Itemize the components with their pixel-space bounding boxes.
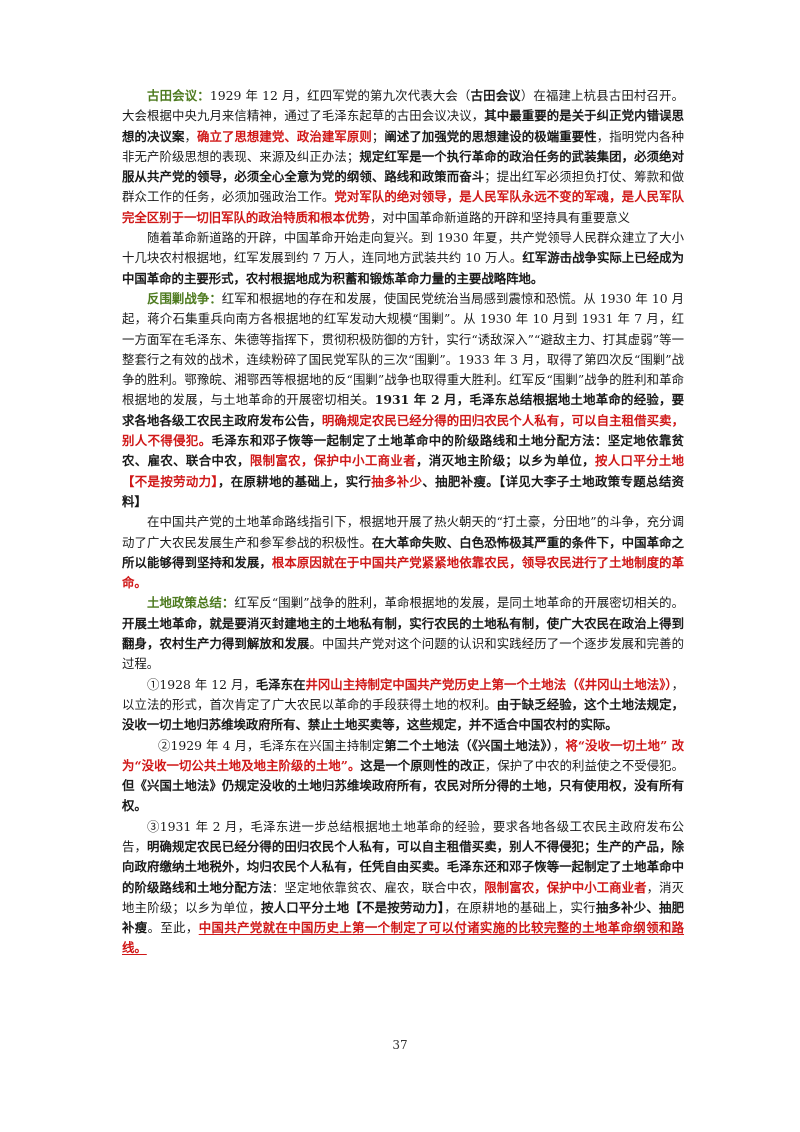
text-segment: ， [552,737,566,753]
text-segment: 其中最重要的是关于纠正党内错误思想的决议案 [122,108,685,144]
text-segment: ，在原耕地的基础上，实行 [217,473,372,489]
paragraph: 反围剿战争：红军和根据地的存在和发展，使国民党统治当局感到震惊和恐慌。从 193… [122,289,684,512]
text-segment: 毛泽东在 [255,676,306,692]
text-segment: 井冈山主持制定中国共产党历史上第一个土地法（《井冈山土地法》） [305,676,672,692]
text-segment: ，消灭地主阶级；以乡为单位， [416,453,595,469]
page-number: 37 [392,1038,408,1052]
paragraph: 土地政策总结：红军反“围剿”战争的胜利，革命根据地的发展，是同土地革命的开展密切… [122,593,684,674]
text-segment: 中国共产党就在中国历史上第一个制定了可以付诸实施的比较完整的土地革命纲领和路线。 [122,920,685,956]
text-segment: 按人口平分土地【不是按劳动力】 [122,453,685,489]
paragraph: ①1928 年 12 月，毛泽东在井冈山主持制定中国共产党历史上第一个土地法（《… [122,675,684,736]
text-segment: 确立了思想建党、政治建军原则 [196,128,372,144]
text-segment: 阐述了加强党的思想建设的极端重要性 [384,128,597,144]
text-segment: ）在福建上杭县古田村召开。大会根据中央九月来信精神，通过了毛泽东起草的古田会议决… [122,88,685,124]
text-segment: ； [371,128,385,144]
text-segment: 随着革命新道路的开辟，中国革命开始走向复兴。到 1930 年夏，共产党领导人民群… [122,230,684,266]
text-segment: 1931 年 2 月，毛泽东总结根据地土地革命的经验，要求各地各级工农民主政府发… [122,392,684,428]
text-segment: 红军游击战争实际上已经成为中国革命的主要形式，农村根据地成为积蓄和锻炼革命力量的… [122,250,685,286]
text-segment: 这是一个原则性的改正 [360,757,485,773]
text-segment: 、抽肥补瘦。【详见大李子土地政策专题总结资料】 [122,473,684,509]
text-segment: 开展土地革命，就是要消灭封建地主的土地私有制，实行农民的土地私有制，使广大农民在… [122,615,684,652]
text-segment: 抽多补少 [371,473,423,489]
text-segment: 红军和根据地的存在和发展，使国民党统治当局感到震惊和恐慌。从 1930 年 10… [122,290,684,408]
text-segment: 古田会议 [470,88,521,103]
text-segment: 党对军队的绝对领导，是人民军队永远不变的军魂，是人民军队完全区别于一切旧军队的政… [122,189,685,225]
text-segment: 红军反“围剿”战争的胜利，革命根据地的发展，是同土地革命的开展密切相关的。 [234,595,684,611]
paragraph: 古田会议：1929 年 12 月，红四军党的第九次代表大会（古田会议）在福建上杭… [122,86,684,228]
text-segment: ③1931 年 2 月，毛泽东进一步总结根据地土地革命的经验，要求各地各级工农民… [122,818,684,854]
text-segment: 限制富农，保护中小工商业者 [484,879,647,895]
text-segment: ，在原耕地的基础上，实行 [444,899,596,915]
text-segment: 根本原因就在于中国共产党紧紧地依靠农民，领导农民进行了土地制度的革命。 [122,554,685,591]
text-segment: 将“没收一切土地” 改为“没收一切公共土地及地主阶级的土地”。 [122,737,684,773]
text-segment: 明确规定农民已经分得的田归农民个人私有，可以自主租借买卖，别人不得侵犯；生产的产… [122,838,685,895]
text-segment: 规定红军是一个执行革命的政治任务的武装集团，必须绝对服从共产党的领导，必须全心全… [122,148,685,185]
document-body: 古田会议：1929 年 12 月，红四军党的第九次代表大会（古田会议）在福建上杭… [122,86,684,959]
paragraph: 随着革命新道路的开辟，中国革命开始走向复兴。到 1930 年夏，共产党领导人民群… [122,228,684,289]
text-segment: 限制富农，保护中小工商业者 [249,453,416,469]
text-segment: ②1929 年 4 月，毛泽东在兴国主持制定 [158,737,385,753]
text-segment: 在大革命失败、白色恐怖极其严重的条件下，中国革命之所以能够得到坚持和发展， [122,534,685,570]
text-segment: ，以立法的形式，首次肯定了广大农民以革命的手段获得土地的权利。 [122,676,685,712]
text-segment: 1929 年 12 月，红四军党的第九次代表大会（ [209,88,471,103]
text-segment: ，消灭地主阶级；以乡为单位， [122,879,685,915]
text-segment: 。中国共产党对这个问题的认识和实践经历了一个逐步发展和完善的过程。 [122,636,685,672]
text-segment: ：坚定地依靠贫农、雇农，联合中农， [271,879,485,895]
text-segment: 。至此， [147,920,199,936]
text-segment: ，保护了中农的利益使之不受侵犯。 [484,757,685,773]
text-segment: 明确规定农民已经分得的田归农民个人私有，可以自主租借买卖，别人不得侵犯。 [122,412,685,449]
text-segment: 抽多补少、抽肥补瘦 [122,899,685,936]
section-heading: 古田会议： [147,88,210,103]
text-segment: 按人口平分土地【不是按劳动力】 [260,899,445,915]
paragraph: 在中国共产党的土地革命路线指引下，根据地开展了热火朝天的“打土豪，分田地”的斗争… [122,512,684,593]
text-segment: ①1928 年 12 月， [147,676,256,692]
text-segment: ，对中国革命新道路的开辟和坚持具有重要意义 [369,209,631,225]
section-heading: 土地政策总结： [147,595,235,611]
text-segment: ；提出红军必须担负打仗、筹款和做群众工作的任务，必须加强政治工作。 [122,169,685,205]
text-segment: ，指明党内各种非无产阶级思想的表现、来源及纠正办法； [122,128,685,164]
section-heading: 反围剿战争： [147,290,222,306]
text-segment: 第二个土地法（《兴国土地法》） [384,737,553,753]
paragraph: ③1931 年 2 月，毛泽东进一步总结根据地土地革命的经验，要求各地各级工农民… [122,817,684,959]
text-segment: 但《兴国土地法》仍规定没收的土地归苏维埃政府所有，农民对所分得的土地，只有使用权… [122,778,684,814]
text-segment: 毛泽东和邓子恢等一起制定了土地革命中的阶级路线和土地分配方法：坚定地依靠贫农、雇… [122,433,685,469]
text-segment: 由于缺乏经验，这个土地法规定，没收一切土地归苏维埃政府所有、禁止土地买卖等，这些… [122,696,685,733]
text-segment: ， [184,128,197,144]
paragraph: ②1929 年 4 月，毛泽东在兴国主持制定第二个土地法（《兴国土地法》），将“… [122,736,684,817]
text-segment: 在中国共产党的土地革命路线指引下，根据地开展了热火朝天的“打土豪，分田地”的斗争… [122,514,684,550]
